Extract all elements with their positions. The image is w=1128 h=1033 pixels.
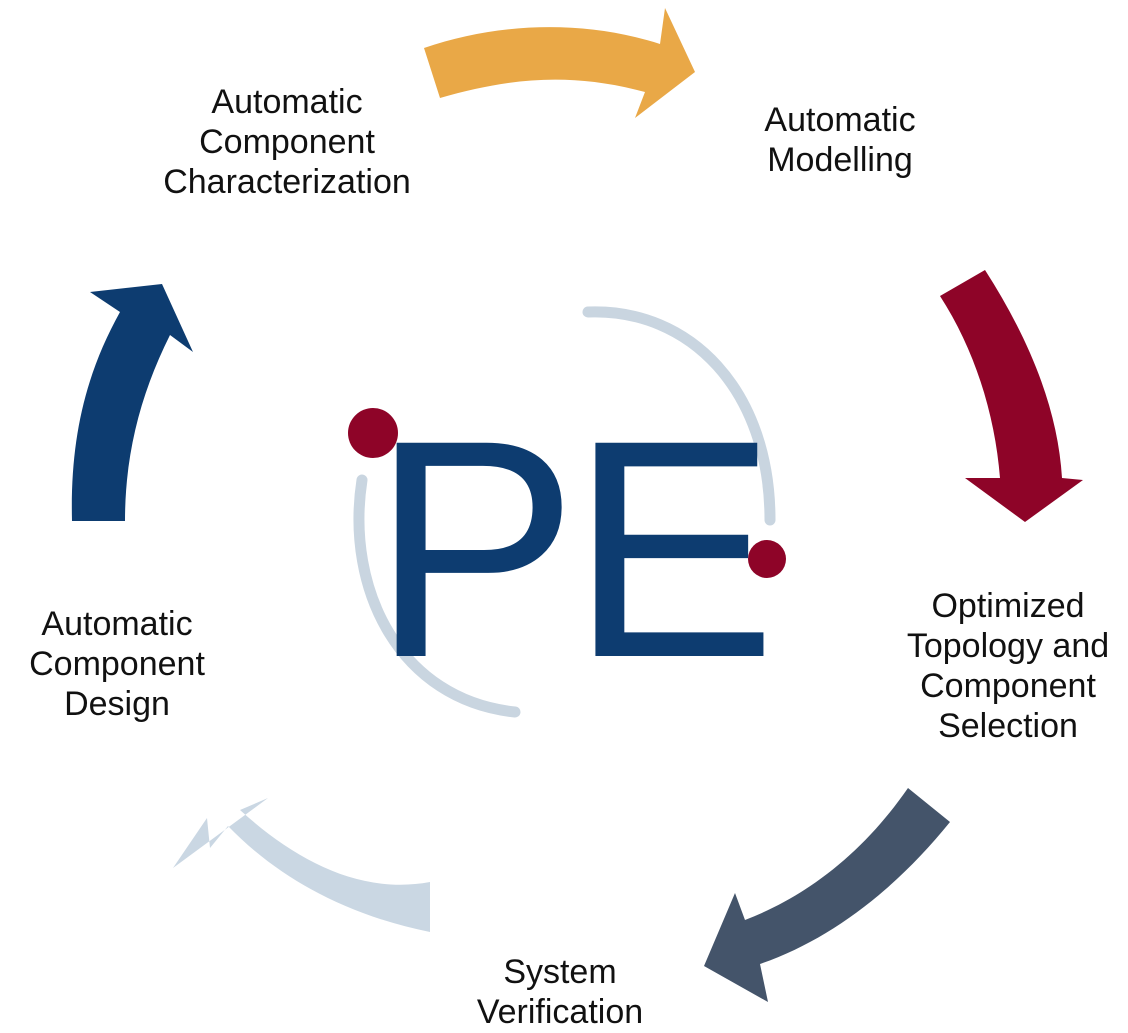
step-label-line: Verification xyxy=(476,993,644,1032)
logo-dot-left xyxy=(348,408,398,458)
step-label-line: Modelling xyxy=(767,141,913,180)
step-label-line: Optimized xyxy=(931,587,1085,625)
step-label-line: Topology and xyxy=(906,627,1110,666)
arrow-modelling-to-optimized xyxy=(940,270,1083,522)
logo-ring-arc-upper xyxy=(582,306,776,526)
step-label-line: Selection xyxy=(938,707,1078,746)
arrow-verification-to-design xyxy=(173,798,430,932)
step-label-line: Component xyxy=(29,645,205,684)
step-label-automatic-modelling: Automatic Modelling xyxy=(735,100,945,180)
logo-letters: PE xyxy=(371,375,769,722)
step-label-optimized-topology-selection: Optimized Topology and Component Selecti… xyxy=(888,586,1128,746)
step-label-automatic-component-characterization: Automatic Component Characterization xyxy=(142,82,432,202)
step-label-line: Automatic xyxy=(764,101,916,139)
step-label-line: Automatic xyxy=(41,605,193,643)
step-label-line: Component xyxy=(199,123,375,162)
step-label-line: Design xyxy=(64,685,170,724)
step-label-line: Component xyxy=(920,667,1096,706)
step-label-system-verification: System Verification xyxy=(440,952,680,1032)
logo-ring-arc-lower xyxy=(353,474,521,718)
logo-dot-right xyxy=(748,540,786,578)
arrow-characterization-to-modelling xyxy=(424,8,695,118)
arrow-optimized-to-verification xyxy=(704,788,950,1002)
step-label-line: Characterization xyxy=(163,163,411,202)
step-label-automatic-component-design: Automatic Component Design xyxy=(14,604,220,724)
step-label-line: Automatic xyxy=(211,83,363,121)
arrow-design-to-characterization xyxy=(71,284,193,521)
step-label-line: System xyxy=(503,953,617,991)
